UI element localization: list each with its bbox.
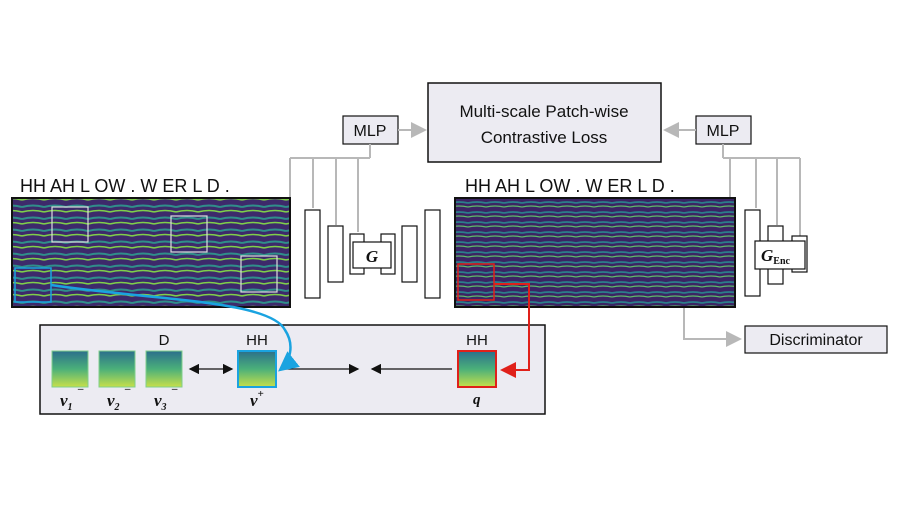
positive-label: v+ <box>250 388 264 410</box>
generator-label: G <box>366 247 379 266</box>
loss-line1: Multi-scale Patch-wise <box>459 102 628 121</box>
source-spectrogram <box>11 197 291 308</box>
encoder-network: GEnc <box>744 209 808 297</box>
negative-patch-3 <box>145 350 183 388</box>
negative-patch-box-3 <box>240 255 278 293</box>
loss-line2: Contrastive Loss <box>481 128 608 147</box>
negative-label-1: v1 <box>60 391 73 413</box>
negative-sup-2: – <box>124 383 131 395</box>
negative-label-2: v2 <box>107 391 120 413</box>
negative-patch-box-2 <box>170 215 208 253</box>
mlp-left-box: MLP <box>342 115 399 145</box>
generator-network: G <box>304 209 441 299</box>
encoder-label: GEnc <box>761 246 791 267</box>
query-phoneme: HH <box>466 332 488 349</box>
negative-label-3: v3 <box>154 391 167 413</box>
contrastive-loss-box: Multi-scale Patch-wise Contrastive Loss <box>427 82 662 163</box>
mlp-right-label: MLP <box>707 123 740 140</box>
discriminator-label: Discriminator <box>769 332 863 349</box>
positive-extraction-arrow <box>50 283 300 372</box>
positive-phoneme: HH <box>246 332 268 349</box>
negative-patch-box-1 <box>51 206 89 243</box>
query-patch <box>457 350 497 388</box>
negative-sup-3: – <box>171 383 178 395</box>
output-spectrogram <box>454 197 736 308</box>
negative-patch-1 <box>51 350 89 388</box>
output-transcript: HH AH L OW . W ER L D . <box>465 176 675 196</box>
mlp-right-box: MLP <box>695 115 752 145</box>
source-transcript: HH AH L OW . W ER L D . <box>20 176 230 196</box>
mlp-left-label: MLP <box>354 123 387 140</box>
patch-comparison-panel: D HH HH v1 – v2 – v3 – v+ q <box>39 324 546 415</box>
negative-sup-1: – <box>77 383 84 395</box>
positive-patch <box>237 350 277 388</box>
encoder-feature-connectors <box>722 144 801 236</box>
generator-feature-connectors <box>289 144 371 232</box>
discriminator-box: Discriminator <box>744 325 888 354</box>
negative-phoneme: D <box>159 332 170 349</box>
query-extraction-arrow <box>494 283 530 378</box>
to-discriminator-arrow <box>683 306 742 347</box>
query-label: q <box>473 392 481 408</box>
negative-patch-2 <box>98 350 136 388</box>
query-patch-box <box>457 263 495 301</box>
